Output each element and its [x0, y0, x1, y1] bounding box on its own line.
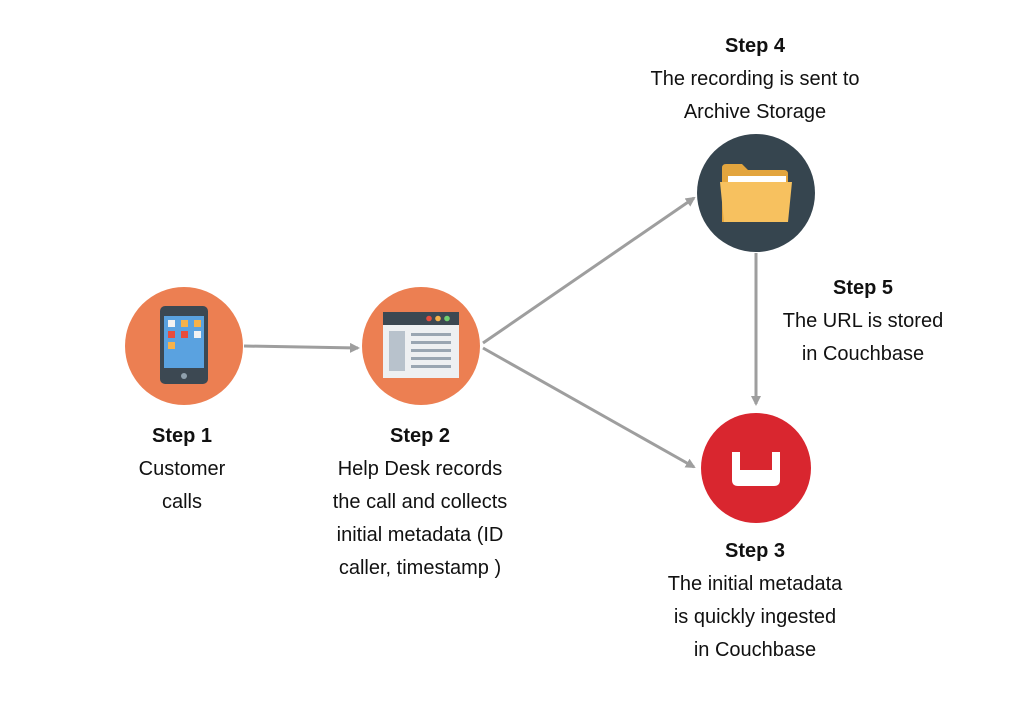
- step4-line-2: Archive Storage: [683, 101, 827, 123]
- node-step1: [125, 287, 243, 405]
- step2-title: Step 2: [389, 425, 451, 447]
- step5-line-1: The URL is stored: [782, 310, 944, 332]
- node-step3: [701, 413, 811, 523]
- step4-title: Step 4: [724, 35, 786, 57]
- caption-step5: Step 5 The URL is stored in Couchbase: [733, 272, 993, 371]
- caption-step4: Step 4 The recording is sent to Archive …: [625, 30, 885, 129]
- folder-icon: [720, 164, 792, 222]
- step3-title: Step 3: [724, 540, 786, 562]
- couchbase-logo-icon: [732, 452, 780, 486]
- browser-window-icon: [383, 312, 459, 378]
- step1-line-1: Customer: [138, 458, 226, 480]
- edge-step2-to-step3: [482, 346, 696, 469]
- edge-step1-to-step2: [243, 342, 360, 353]
- caption-step2: Step 2 Help Desk records the call and co…: [290, 420, 550, 585]
- caption-step1: Step 1 Customer calls: [52, 420, 312, 519]
- step3-line-2: is quickly ingested: [673, 606, 837, 628]
- edge-step2-to-step4: [482, 196, 696, 345]
- step2-line-2: the call and collects: [332, 491, 508, 513]
- step5-title: Step 5: [832, 277, 894, 299]
- step5-line-2: in Couchbase: [801, 343, 925, 365]
- step1-line-2: calls: [161, 491, 202, 513]
- step3-line-1: The initial metadata: [667, 573, 843, 595]
- node-step4: [697, 134, 815, 252]
- step2-line-1: Help Desk records: [337, 458, 503, 480]
- step4-line-1: The recording is sent to: [650, 68, 860, 90]
- step2-line-4: caller, timestamp ): [338, 557, 502, 579]
- step1-title: Step 1: [151, 425, 213, 447]
- step2-line-3: initial metadata (ID: [336, 524, 504, 546]
- step3-line-3: in Couchbase: [693, 639, 817, 661]
- phone-icon: [160, 306, 208, 384]
- caption-step3: Step 3 The initial metadata is quickly i…: [625, 535, 885, 667]
- step3-circle: [701, 413, 811, 523]
- node-step2: [362, 287, 480, 405]
